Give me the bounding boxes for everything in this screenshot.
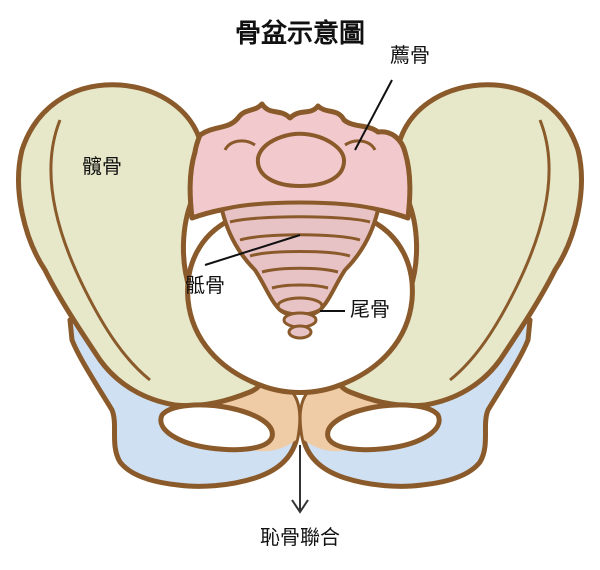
label-ilium: 髖骨 <box>82 154 122 178</box>
sacral-top-ridge <box>223 139 377 151</box>
label-sacral-vertebrae: 骶骨 <box>185 273 225 297</box>
pubic-symphysis-arrow-head <box>291 499 309 514</box>
sacral-vertebrae-leader-line <box>204 234 301 266</box>
label-pubic-symphysis: 恥骨聯合 <box>260 525 340 549</box>
sacral-segment-lines <box>229 215 371 290</box>
diagram-title: 骨盆示意圖 <box>235 18 365 49</box>
sacrum-leader-line <box>354 79 393 151</box>
sacral-promontory <box>255 131 346 189</box>
label-sacrum: 薦骨 <box>390 43 430 67</box>
left-obturator-foramen <box>158 402 275 453</box>
right-ilium-inner-line <box>449 119 551 382</box>
right-obturator-foramen <box>325 402 442 453</box>
sacrum <box>187 101 413 221</box>
left-ilium-inner-line <box>49 119 151 382</box>
lower-sacrum <box>219 200 381 318</box>
coccyx <box>276 296 324 340</box>
label-coccyx: 尾骨 <box>350 297 390 321</box>
